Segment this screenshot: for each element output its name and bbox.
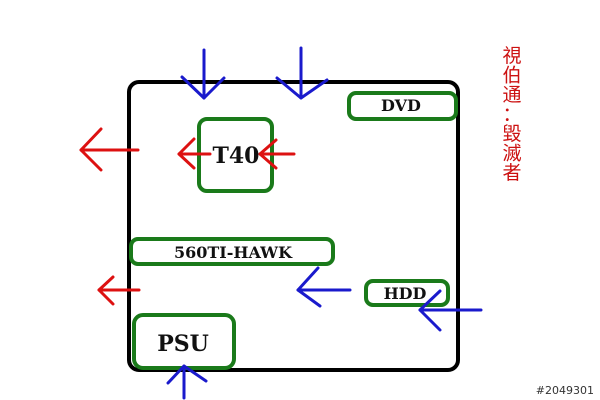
gpu-card-box [129, 237, 335, 266]
intake-arrow-top-left [180, 48, 226, 100]
dvd-drive: DVD [347, 91, 458, 121]
intake-arrow-bottom [166, 364, 208, 400]
note-char: ： [502, 104, 521, 126]
intake-arrow-hdd [418, 289, 483, 332]
author-note: 視伯通：毀滅者 [502, 45, 521, 184]
psu-label: PSU [157, 331, 209, 357]
hdd-drive: HDD [364, 279, 450, 307]
watermark: #2049301 [536, 384, 594, 397]
note-char: 通 [502, 84, 521, 106]
note-char: 毀 [502, 123, 521, 145]
gpu-label: 560TI-HAWK [174, 243, 293, 262]
note-char: 伯 [502, 65, 521, 87]
exhaust-arrow-lower-left [97, 275, 141, 306]
note-char: 者 [502, 162, 521, 184]
note-char: 視 [502, 45, 521, 67]
note-char: 滅 [502, 143, 521, 165]
hdd-label: HDD [384, 284, 427, 303]
intake-arrow-gpu [296, 266, 352, 308]
gpu-card: 560TI-HAWK [129, 237, 335, 266]
dvd-label: DVD [381, 96, 421, 115]
intake-arrow-top-right [275, 46, 329, 100]
exhaust-arrow-left [79, 127, 140, 172]
exhaust-arrow-t40-left [177, 137, 212, 170]
dvd-drive-box [347, 91, 458, 121]
case-outline [127, 80, 460, 372]
t40-label: T40 [213, 143, 260, 169]
psu-unit: PSU [132, 313, 236, 370]
exhaust-arrow-t40-right [258, 138, 296, 170]
hdd-drive-box [364, 279, 450, 307]
